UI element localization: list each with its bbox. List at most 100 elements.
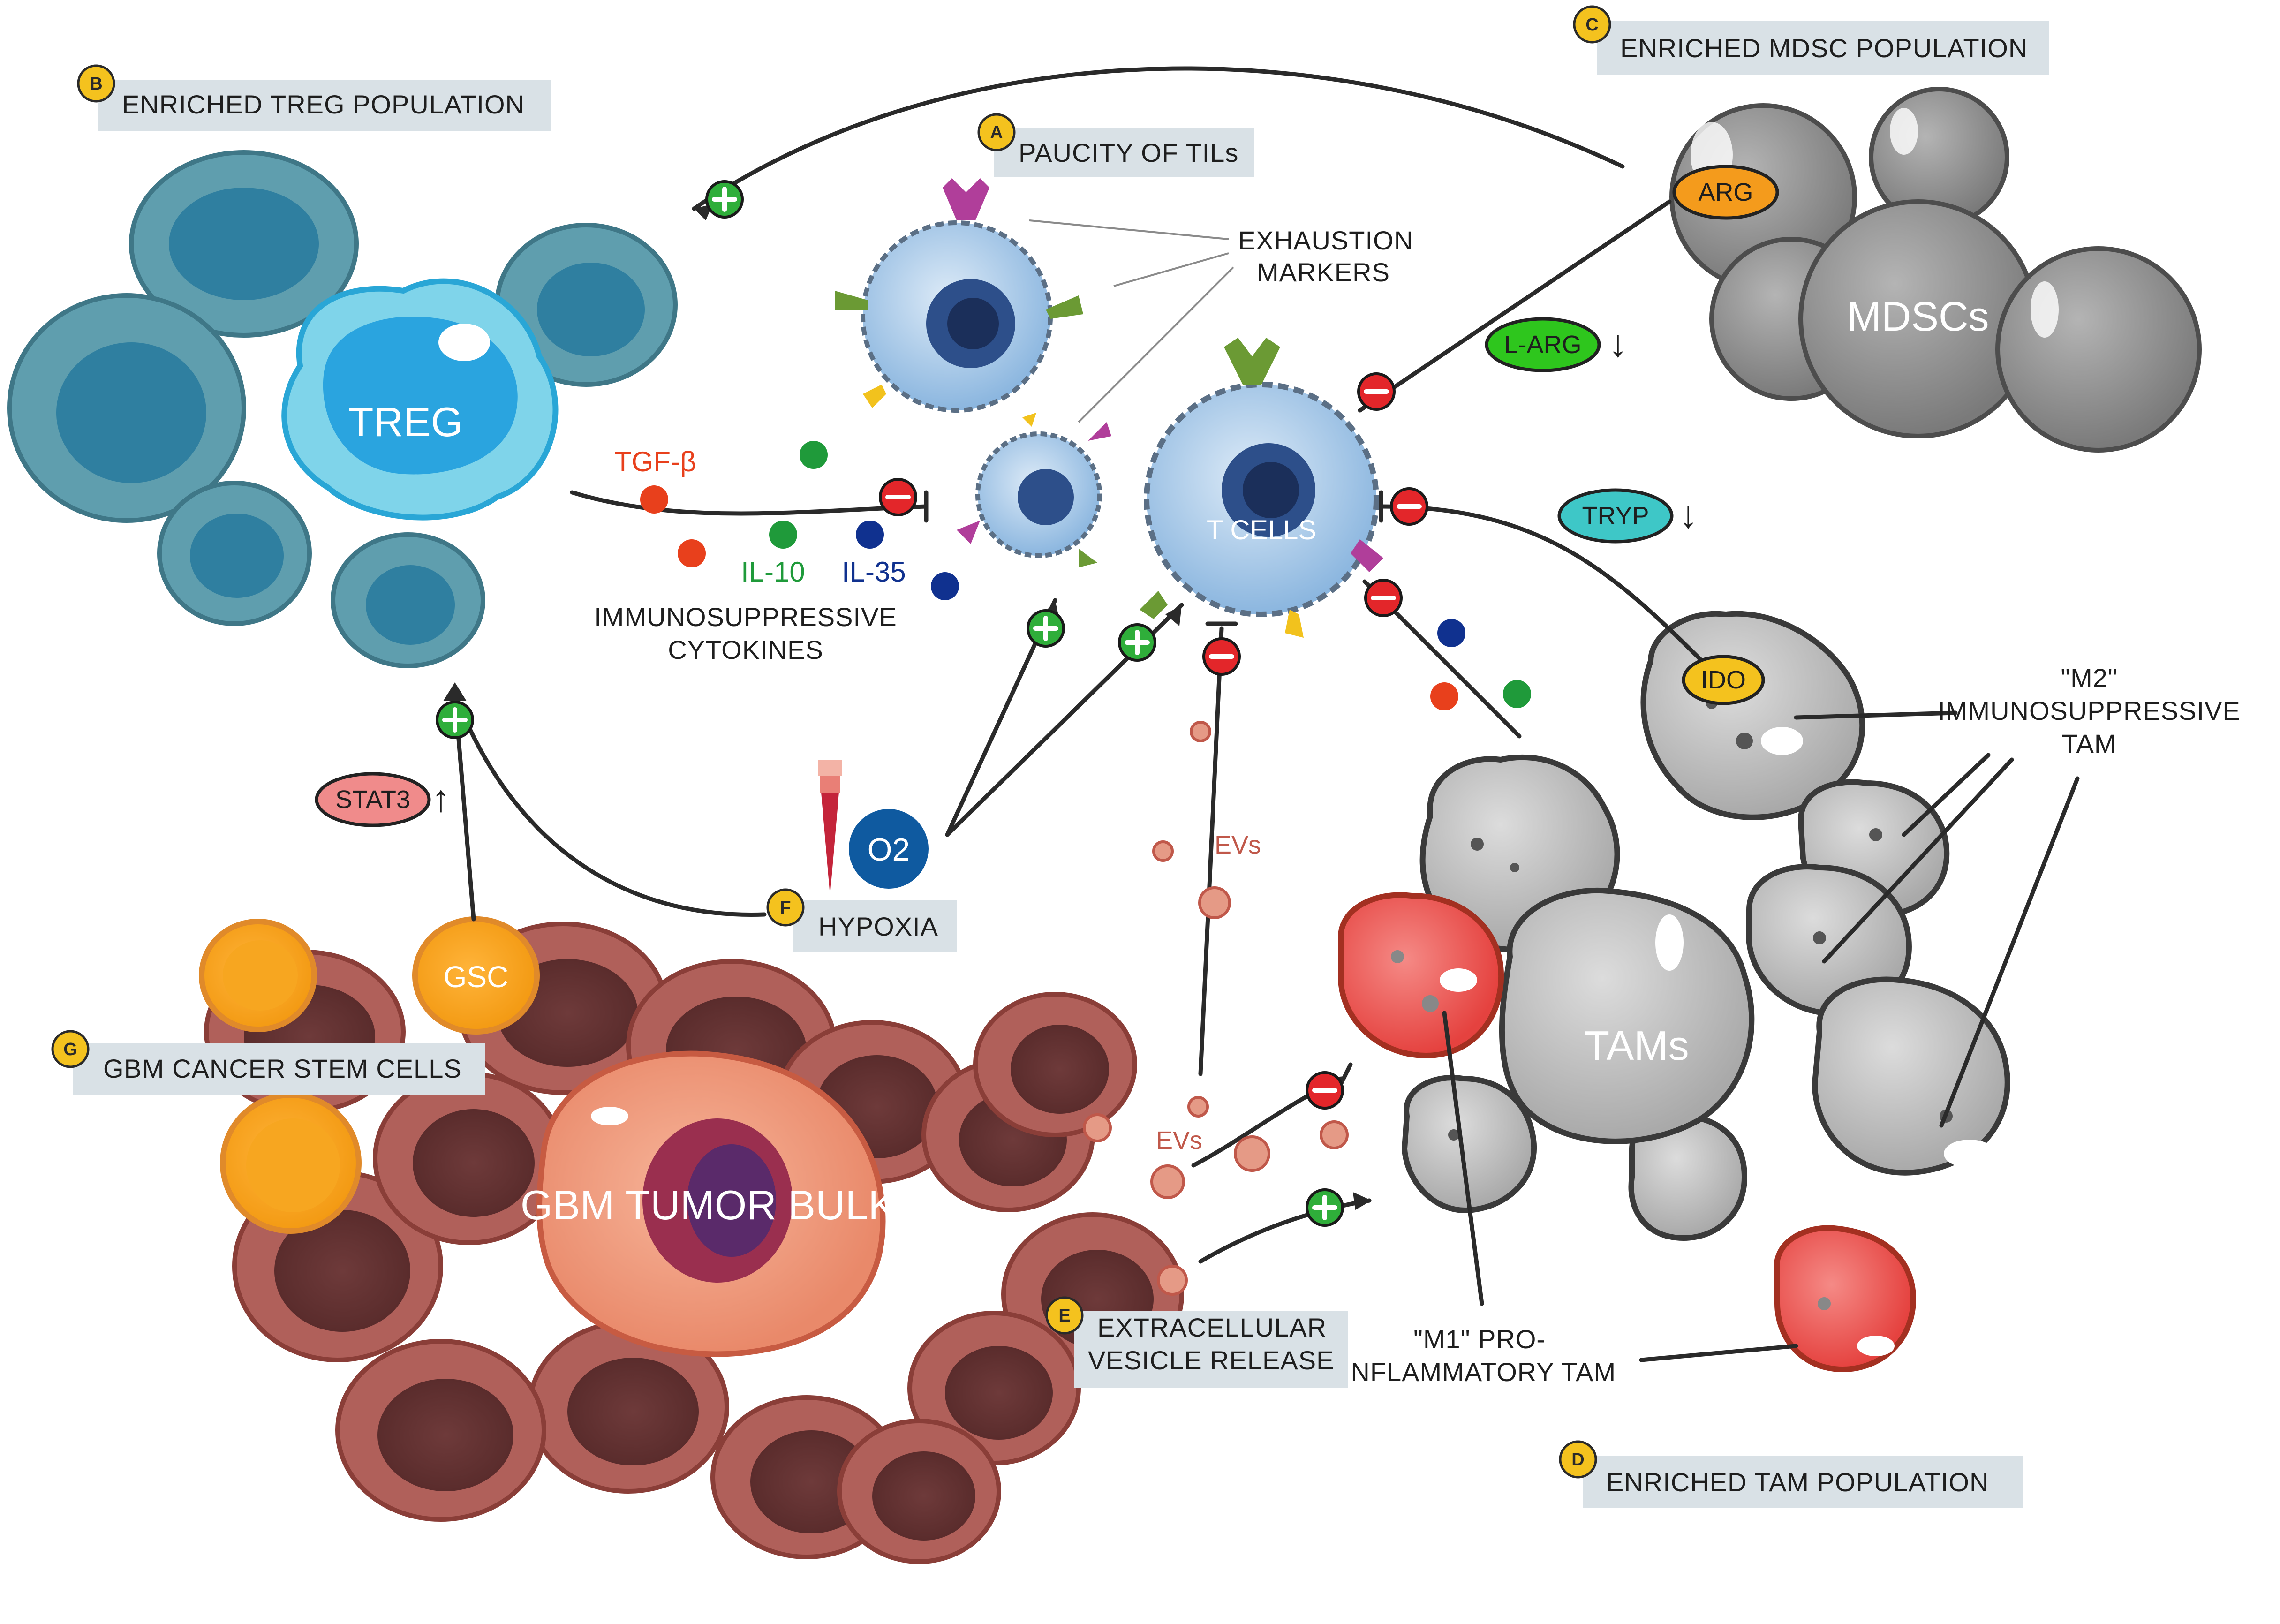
- tgf-dot: [640, 485, 668, 514]
- t-cells-label: T CELLS: [1207, 515, 1316, 545]
- hypoxia-gradient-icon: [818, 760, 842, 896]
- plus-sign: [1118, 623, 1156, 662]
- treg-neighbor-cell: [331, 532, 485, 668]
- treg-cluster: TREG: [7, 150, 678, 668]
- gsc-cell: [220, 1092, 362, 1234]
- ev-to-tam-arrow: [1198, 1198, 1372, 1264]
- svg-text:TRYP: TRYP: [1582, 502, 1649, 530]
- exhausted-t-cell: [835, 178, 1083, 413]
- il35-dot: [1437, 619, 1465, 647]
- minus-sign: [1306, 1071, 1344, 1110]
- treg-neighbor-cell: [129, 150, 359, 338]
- m2-tam-label: "M2": [2061, 663, 2118, 693]
- mdsc-cluster: MDSCs: [1669, 87, 2202, 453]
- ev-particles: [1083, 721, 1349, 1296]
- exhausted-t-cell-small: [957, 413, 1111, 567]
- svg-text:A: A: [990, 123, 1003, 143]
- minus-sign: [1364, 579, 1403, 617]
- label-e: E EXTRACELLULAR VESICLE RELEASE: [1045, 1296, 1348, 1388]
- treg-neighbor-cell: [7, 293, 246, 523]
- tgf-beta-label: TGF-β: [614, 446, 696, 477]
- il35-dot: [931, 572, 959, 600]
- tam-cell: [1812, 976, 2010, 1176]
- label-b: B ENRICHED TREG POPULATION: [77, 64, 551, 131]
- svg-text:B: B: [90, 74, 102, 94]
- tgf-dot: [678, 539, 706, 567]
- svg-text:IDO: IDO: [1701, 666, 1746, 694]
- gsc-cell: [199, 919, 317, 1032]
- svg-text:HYPOXIA: HYPOXIA: [818, 912, 938, 941]
- label-d: D ENRICHED TAM POPULATION: [1559, 1440, 2023, 1508]
- stat3-pill: STAT3 ↑: [315, 772, 450, 827]
- tumor-cell: [837, 1419, 1001, 1564]
- arg-pill: ARG: [1672, 165, 1779, 220]
- mdsc-to-treg-arrow: [692, 66, 1625, 211]
- m1-tam-label: INFLAMMATORY TAM: [1343, 1357, 1616, 1387]
- plus-sign: [705, 180, 744, 219]
- hypoxia-to-treg-arrow: [453, 692, 767, 917]
- m1-tam-cell: [1338, 892, 1504, 1058]
- svg-text:ENRICHED TREG POPULATION: ENRICHED TREG POPULATION: [122, 90, 525, 119]
- il10-dot: [769, 521, 797, 549]
- m1-tam-label: "M1" PRO-: [1413, 1324, 1546, 1354]
- svg-text:F: F: [780, 898, 791, 918]
- m2-pointer: [1939, 776, 2080, 1128]
- tam-cell: [1746, 864, 1912, 1016]
- label-a: A PAUCITY OF TILs: [977, 113, 1254, 177]
- ev-inhibition-line: [1198, 626, 1224, 1076]
- cytokine-inhibition-line: [570, 490, 929, 516]
- m2-pointer: [1902, 753, 1991, 837]
- svg-text:E: E: [1058, 1306, 1070, 1326]
- il35-dot: [856, 521, 884, 549]
- l-arg-pill: L-ARG ↓: [1485, 317, 1627, 372]
- svg-text:PAUCITY OF TILs: PAUCITY OF TILs: [1019, 138, 1238, 167]
- tumor-bulk-cluster: GBM TUMOR BULK: [204, 922, 1184, 1564]
- svg-text:ENRICHED TAM POPULATION: ENRICHED TAM POPULATION: [1606, 1467, 1989, 1497]
- label-f: F HYPOXIA: [766, 888, 957, 952]
- down-arrow-icon: ↓: [1679, 494, 1698, 536]
- tam-cluster: TAMs: [1401, 611, 2010, 1241]
- plus-sign: [436, 701, 474, 739]
- label-c: C ENRICHED MDSC POPULATION: [1573, 5, 2049, 75]
- minus-sign: [1357, 372, 1396, 411]
- svg-text:EXTRACELLULAR: EXTRACELLULAR: [1097, 1313, 1327, 1342]
- treg-label: TREG: [348, 399, 463, 445]
- ido-inhibition-line: [1379, 504, 1719, 678]
- m1-pointer: [1442, 1011, 1484, 1306]
- ido-pill: IDO: [1682, 655, 1765, 705]
- tam-cell-main: [1499, 887, 1755, 1144]
- mdsc-cell: [1995, 246, 2202, 453]
- evs-label: EVs: [1215, 831, 1261, 859]
- svg-text:VESICLE RELEASE: VESICLE RELEASE: [1088, 1345, 1334, 1375]
- tumor-bulk-cell: GBM TUMOR BULK: [521, 1050, 896, 1357]
- label-g: G GBM CANCER STEM CELLS: [51, 1030, 485, 1095]
- svg-text:GBM CANCER STEM CELLS: GBM CANCER STEM CELLS: [103, 1054, 462, 1083]
- up-arrow-icon: ↑: [431, 778, 450, 819]
- o2-icon: O2: [849, 809, 929, 889]
- cytokines-caption: IMMUNOSUPPRESSIVE: [594, 602, 897, 632]
- tumor-bulk-label: GBM TUMOR BULK: [521, 1182, 896, 1228]
- m2-pointer: [1794, 710, 1958, 720]
- tumor-cell: [973, 992, 1137, 1137]
- tryp-pill: TRYP ↓: [1557, 488, 1698, 544]
- down-arrow-icon: ↓: [1608, 323, 1627, 364]
- m1-pointer: [1639, 1344, 1798, 1362]
- svg-text:G: G: [63, 1040, 77, 1059]
- tumor-cell: [335, 1339, 546, 1522]
- il10-dot: [800, 441, 828, 469]
- svg-text:O2: O2: [868, 832, 910, 868]
- mdsc-label: MDSCs: [1847, 293, 1989, 340]
- tgf-dot: [1430, 682, 1458, 710]
- il10-dot: [1503, 680, 1531, 708]
- m1-tam-cell: [1774, 1225, 1917, 1373]
- treg-neighbor-cell: [157, 481, 312, 626]
- gsc-label: GSC: [444, 960, 509, 994]
- tams-label: TAMs: [1584, 1022, 1689, 1069]
- svg-text:D: D: [1571, 1450, 1584, 1470]
- minus-sign: [1390, 487, 1428, 526]
- gsc-cell: GSC: [412, 916, 540, 1035]
- minus-sign: [879, 478, 917, 516]
- tam-cell: [1401, 1075, 1537, 1213]
- svg-text:STAT3: STAT3: [335, 786, 410, 814]
